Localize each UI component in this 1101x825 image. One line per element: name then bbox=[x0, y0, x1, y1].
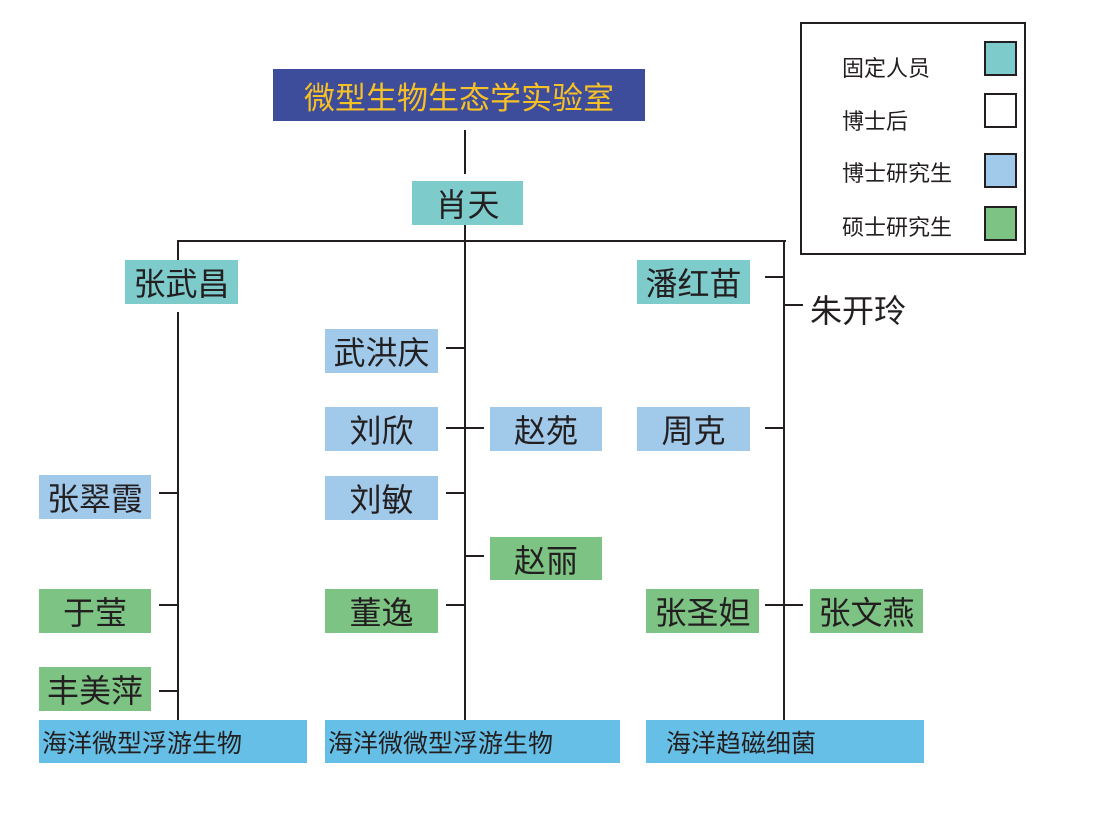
member-liu-min: 刘敏 bbox=[325, 476, 438, 520]
member-zhang-wenyan: 张文燕 bbox=[810, 589, 923, 633]
connector-left-trunk bbox=[177, 312, 179, 720]
tick-dong-yi bbox=[446, 604, 466, 606]
connector-right-trunk bbox=[783, 240, 785, 720]
tick-zhou-ke bbox=[765, 427, 785, 429]
tick-zhao-li bbox=[464, 555, 484, 557]
head-node: 肖天 bbox=[412, 181, 523, 225]
legend-swatch-fixed-staff bbox=[984, 41, 1017, 76]
right-leader-node: 潘红苗 bbox=[637, 260, 750, 304]
member-zhao-yuan: 赵苑 bbox=[490, 407, 602, 451]
group-middle-label: 海洋微微型浮游生物 bbox=[325, 720, 620, 763]
left-leader-node: 张武昌 bbox=[125, 260, 238, 304]
tick-liu-xin bbox=[446, 427, 466, 429]
postdoc-zhu-kailing: 朱开玲 bbox=[810, 292, 907, 330]
tick-zhang-wenyan bbox=[783, 604, 803, 606]
member-zhao-li: 赵丽 bbox=[490, 537, 602, 580]
tick-zhang-shengda-left bbox=[765, 604, 785, 606]
member-dong-yi: 董逸 bbox=[325, 589, 438, 633]
legend-label-phd-student: 博士研究生 bbox=[842, 162, 953, 187]
legend-label-fixed-staff: 固定人员 bbox=[842, 57, 931, 82]
tick-wu-hongqing bbox=[446, 347, 466, 349]
legend-label-master-student: 硕士研究生 bbox=[842, 216, 953, 241]
legend-label-postdoc: 博士后 bbox=[842, 110, 909, 135]
tick-feng-meiping bbox=[159, 690, 179, 692]
member-zhang-shengda: 张圣妲 bbox=[646, 589, 759, 633]
member-liu-xin: 刘欣 bbox=[325, 407, 438, 451]
member-feng-meiping: 丰美萍 bbox=[39, 667, 151, 711]
tick-zhu-kailing bbox=[783, 304, 803, 306]
member-yu-ying: 于莹 bbox=[39, 589, 151, 633]
connector-title-head bbox=[464, 130, 466, 174]
member-wu-hongqing: 武洪庆 bbox=[325, 329, 438, 373]
member-zhang-cuixia: 张翠霞 bbox=[39, 475, 151, 519]
member-zhou-ke: 周克 bbox=[637, 407, 750, 451]
legend: 固定人员 博士后 博士研究生 硕士研究生 bbox=[800, 22, 1026, 255]
connector-horizontal-bar bbox=[177, 240, 786, 242]
connector-left-drop bbox=[177, 240, 179, 260]
group-left-label: 海洋微型浮游生物 bbox=[39, 720, 307, 763]
lab-title: 微型生物生态学实验室 bbox=[273, 69, 645, 121]
connector-head-bar bbox=[464, 225, 466, 242]
tick-zhang-cuixia bbox=[159, 492, 179, 494]
tick-liu-min bbox=[446, 492, 466, 494]
legend-swatch-phd-student bbox=[984, 153, 1017, 188]
connector-middle-trunk bbox=[464, 240, 466, 720]
tick-pan-hongmiao bbox=[765, 276, 785, 278]
tick-zhao-yuan bbox=[464, 427, 484, 429]
legend-swatch-postdoc bbox=[984, 93, 1017, 128]
group-right-label: 海洋趋磁细菌 bbox=[646, 720, 924, 763]
legend-swatch-master-student bbox=[984, 206, 1017, 241]
tick-yu-ying bbox=[159, 604, 179, 606]
